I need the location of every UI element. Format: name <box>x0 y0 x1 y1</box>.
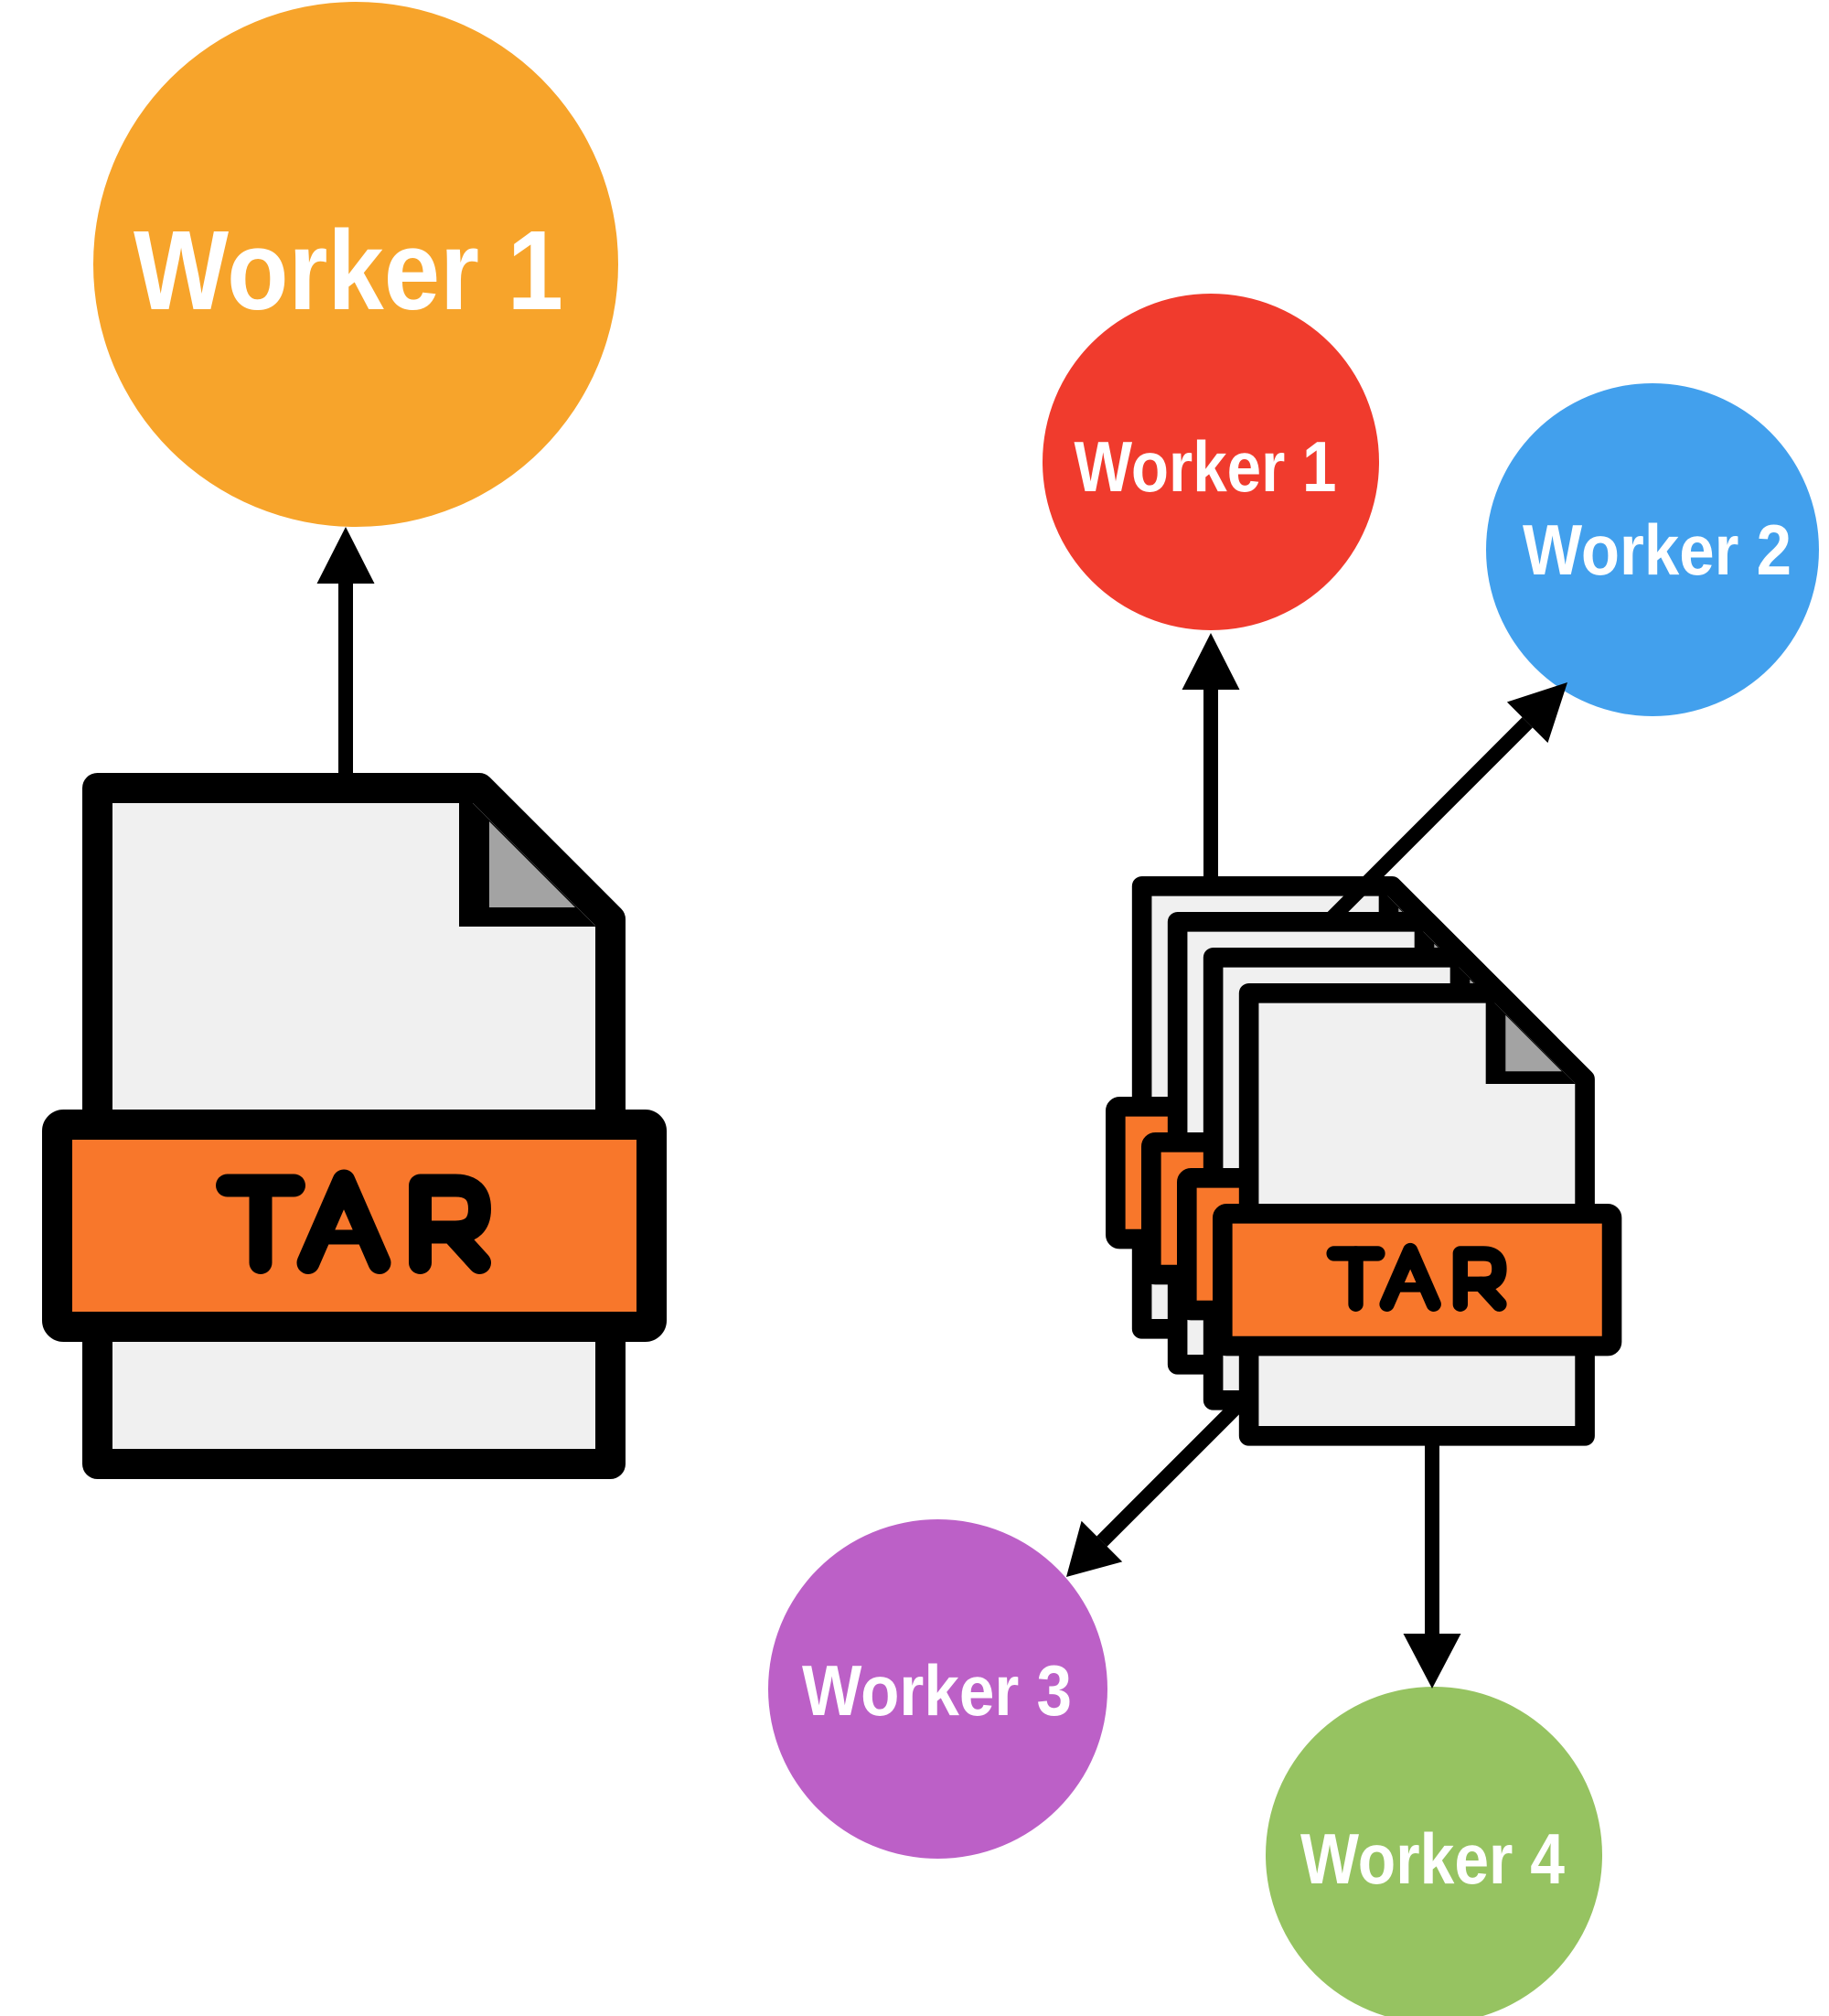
svg-text:Worker 1: Worker 1 <box>1075 426 1337 507</box>
svg-text:Worker 1: Worker 1 <box>134 209 563 334</box>
svg-text:Worker 2: Worker 2 <box>1523 509 1792 590</box>
svg-text:Worker 4: Worker 4 <box>1300 1818 1565 1899</box>
svg-text:Worker 3: Worker 3 <box>802 1650 1072 1731</box>
